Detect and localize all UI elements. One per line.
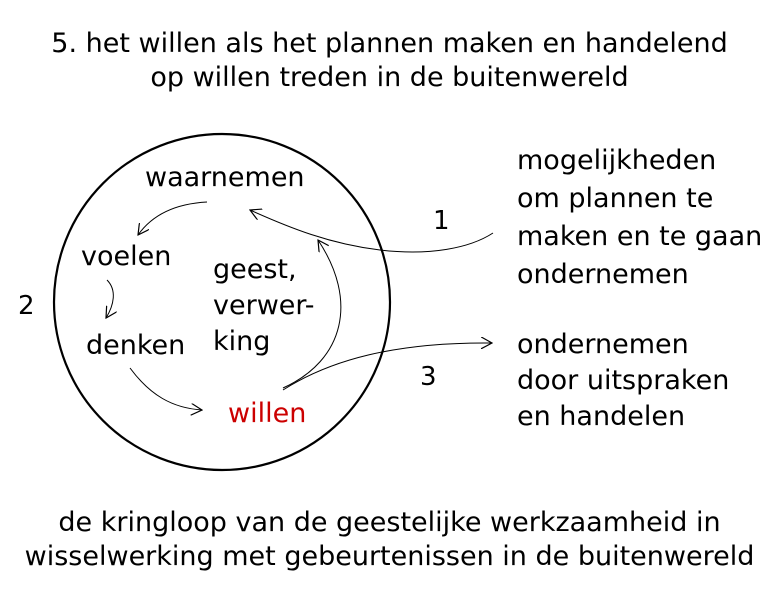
label-geest: geest, bbox=[213, 254, 297, 285]
right-top-line-3: maken en te gaan bbox=[517, 221, 763, 252]
label-willen: willen bbox=[228, 398, 307, 429]
number-2: 2 bbox=[18, 291, 35, 321]
right-top-line-4: ondernemen bbox=[517, 259, 689, 290]
arrow-1-in bbox=[250, 210, 494, 253]
main-circle bbox=[52, 132, 392, 472]
number-3: 3 bbox=[420, 362, 437, 392]
title-line-1: 5. het willen als het plannen maken en h… bbox=[51, 28, 728, 59]
label-denken: denken bbox=[86, 330, 186, 361]
right-top-line-2: om plannen te bbox=[517, 183, 714, 214]
label-king: king bbox=[213, 326, 271, 357]
arrow-denken-willen bbox=[129, 367, 202, 410]
right-bottom-line-2: door uitspraken bbox=[517, 365, 730, 396]
label-voelen: voelen bbox=[81, 241, 172, 272]
caption-line-1: de kringloop van de geestelijke werkzaam… bbox=[58, 507, 721, 538]
arrow-3-out bbox=[282, 343, 492, 391]
label-verwer: verwer- bbox=[213, 290, 315, 321]
arrow-willen-geest bbox=[282, 240, 342, 389]
arrow-voelen-denken bbox=[106, 279, 113, 318]
label-waarnemen: waarnemen bbox=[145, 162, 305, 193]
right-top-line-1: mogelijkheden bbox=[517, 145, 717, 176]
title-line-2: op willen treden in de buitenwereld bbox=[150, 62, 629, 93]
right-bottom-line-1: ondernemen bbox=[517, 329, 689, 360]
caption-line-2: wisselwerking met gebeurtenissen in de b… bbox=[24, 541, 755, 572]
arrow-waarnemen-voelen bbox=[138, 201, 208, 235]
number-1: 1 bbox=[433, 206, 450, 236]
right-bottom-line-3: en handelen bbox=[517, 401, 686, 432]
